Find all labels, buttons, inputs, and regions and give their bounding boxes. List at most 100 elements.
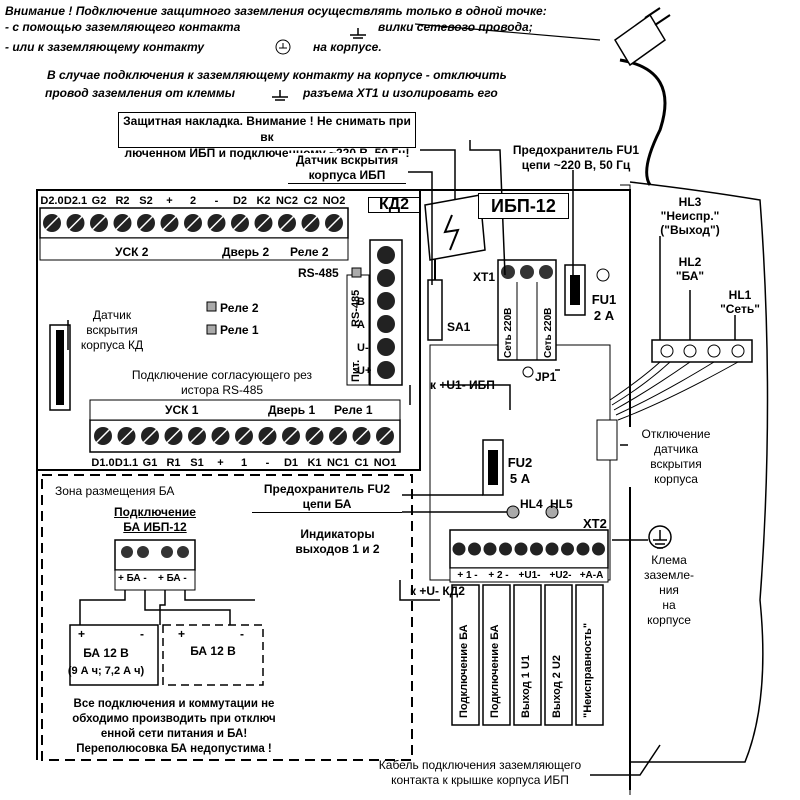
battery2 bbox=[162, 624, 264, 686]
kd2-bottom-terminal-5: + bbox=[217, 457, 224, 469]
xt2-cables bbox=[451, 584, 604, 726]
kd2-bottom-terminal-11: C1 bbox=[354, 457, 369, 469]
xt2-cable-label bbox=[513, 584, 542, 726]
terminal-screw bbox=[514, 542, 528, 556]
kd2-top-terminal-3: R2 bbox=[115, 195, 130, 207]
led-hl2 bbox=[707, 344, 721, 358]
jp1-jumper bbox=[522, 366, 534, 378]
kd2-bottom-terminal-7: - bbox=[265, 457, 270, 469]
ba-zone-title: Зона размещения БА bbox=[55, 484, 175, 498]
terminal-screw bbox=[468, 542, 481, 556]
power-cord bbox=[619, 58, 667, 186]
warning-leader bbox=[414, 23, 601, 41]
xt2-output-1: Подключение БА bbox=[489, 624, 501, 718]
warning-line3b: на корпусе. bbox=[313, 40, 382, 54]
kd2-group-door1: Дверь 1 bbox=[268, 403, 316, 417]
warning-line4: В случае подключения к заземляющему конт… bbox=[47, 68, 507, 82]
kd2-title: КД2 bbox=[368, 197, 421, 213]
power-plug bbox=[614, 13, 666, 67]
kd2-top-terminal-8: D2 bbox=[232, 195, 248, 207]
kd2-bottom-screws bbox=[94, 427, 394, 445]
kd2-bottom-group-strip bbox=[89, 399, 401, 421]
xt2-label: ХТ2 bbox=[583, 516, 607, 531]
xt2-pin-0: + 1 - bbox=[457, 570, 478, 581]
warning-line2b: вилки сетевого провода; bbox=[378, 20, 533, 34]
kd2-top-terminal-1: D2.1 bbox=[63, 195, 88, 207]
kd2-u1-label: к +U1- ИБП bbox=[430, 378, 495, 392]
battery1-label: БА 12 В(9 А ч; 7,2 А ч) bbox=[67, 646, 145, 677]
warning-line5a: провод заземления от клеммы bbox=[45, 86, 235, 100]
ba-screw bbox=[161, 546, 173, 558]
relay2-led bbox=[206, 301, 217, 312]
ba-terminal-label1: + БА - bbox=[118, 573, 147, 584]
terminal-screw bbox=[377, 269, 395, 287]
xt2-pin-1: + 2 - bbox=[488, 570, 509, 581]
xt2-pin-strip bbox=[449, 567, 609, 583]
kd2-group-relay2: Реле 2 bbox=[290, 245, 329, 259]
kd2-group-relay1: Реле 1 bbox=[334, 403, 373, 417]
battery2-label: БА 12 В bbox=[190, 644, 236, 658]
kd2-group-usk1: УСК 1 bbox=[165, 403, 199, 417]
xt1-pin1: Сеть 220В bbox=[503, 307, 514, 358]
ba-screw bbox=[121, 546, 133, 558]
warning-line1: Внимание ! Подключение защитного заземле… bbox=[5, 4, 547, 18]
sa1-switch bbox=[427, 279, 443, 341]
kd2-side-terminal-block bbox=[369, 239, 403, 386]
kd2-side-screws bbox=[377, 246, 395, 379]
kd2-side-pin-0: B bbox=[357, 296, 365, 308]
kd2-top-terminal-4: S2 bbox=[139, 195, 153, 207]
kd2-top-terminal-6: 2 bbox=[189, 195, 197, 207]
terminal-screw bbox=[377, 361, 395, 379]
hl5-led bbox=[545, 505, 559, 519]
kd2-top-terminal-12: NO2 bbox=[322, 195, 346, 207]
kd2-board-outline bbox=[36, 189, 421, 471]
terminal-screw bbox=[499, 542, 512, 556]
xt1-label: ХТ1 bbox=[473, 270, 496, 284]
xt2-cable-label bbox=[451, 584, 480, 726]
led-hl1 bbox=[731, 344, 745, 358]
battery1 bbox=[69, 624, 159, 686]
xt2-output-3: Выход 2 U2 bbox=[551, 654, 563, 718]
fu2-fuse-body bbox=[488, 450, 498, 485]
led-wires bbox=[609, 361, 739, 421]
ba1-plus: + bbox=[78, 627, 86, 641]
terminal-screw bbox=[483, 542, 497, 556]
xt2-output-2: Выход 1 U1 bbox=[520, 654, 532, 718]
xt2-cable-label bbox=[482, 584, 511, 726]
kd2-side-pin-1: A bbox=[357, 319, 365, 331]
terminal-screw bbox=[576, 542, 590, 556]
callout-hl1: HL1"Сеть" bbox=[720, 288, 760, 316]
terminal-screw bbox=[377, 292, 395, 310]
kd2-side-pin-3: U+ bbox=[357, 365, 372, 377]
callout-hl2: HL2"БА" bbox=[675, 255, 705, 283]
ba-screw bbox=[177, 546, 189, 558]
kd2-top-terminal-10: NC2 bbox=[275, 195, 298, 207]
kd2-bottom-terminal-0: D1.0 bbox=[91, 457, 115, 469]
led-strip bbox=[651, 339, 753, 363]
xt2-screws bbox=[452, 542, 605, 556]
led-hl3b bbox=[683, 344, 697, 358]
kd2-top-terminal-5: + bbox=[166, 195, 173, 207]
kd2-relay1-label: Реле 1 bbox=[220, 323, 259, 337]
xt2-cable-label bbox=[575, 584, 604, 726]
kd2-bottom-terminal-2: G1 bbox=[142, 457, 158, 469]
ground-symbol-3 bbox=[272, 90, 288, 101]
kd2-group-door2: Дверь 2 bbox=[222, 245, 270, 259]
ba2-plus: + bbox=[178, 627, 186, 641]
terminal-screw bbox=[377, 315, 395, 333]
ground-symbol-1 bbox=[350, 28, 366, 39]
kd2-top-terminal-7: - bbox=[214, 195, 219, 207]
ba1-minus: - bbox=[140, 627, 144, 641]
ibp-enclosure-inner bbox=[620, 184, 631, 795]
xt2-output-0: Подключение БА bbox=[458, 624, 470, 718]
warning-line5b: разъема ХТ1 и изолировать его bbox=[303, 86, 498, 100]
warning-line3a: - или к заземляющему контакту bbox=[5, 40, 205, 54]
